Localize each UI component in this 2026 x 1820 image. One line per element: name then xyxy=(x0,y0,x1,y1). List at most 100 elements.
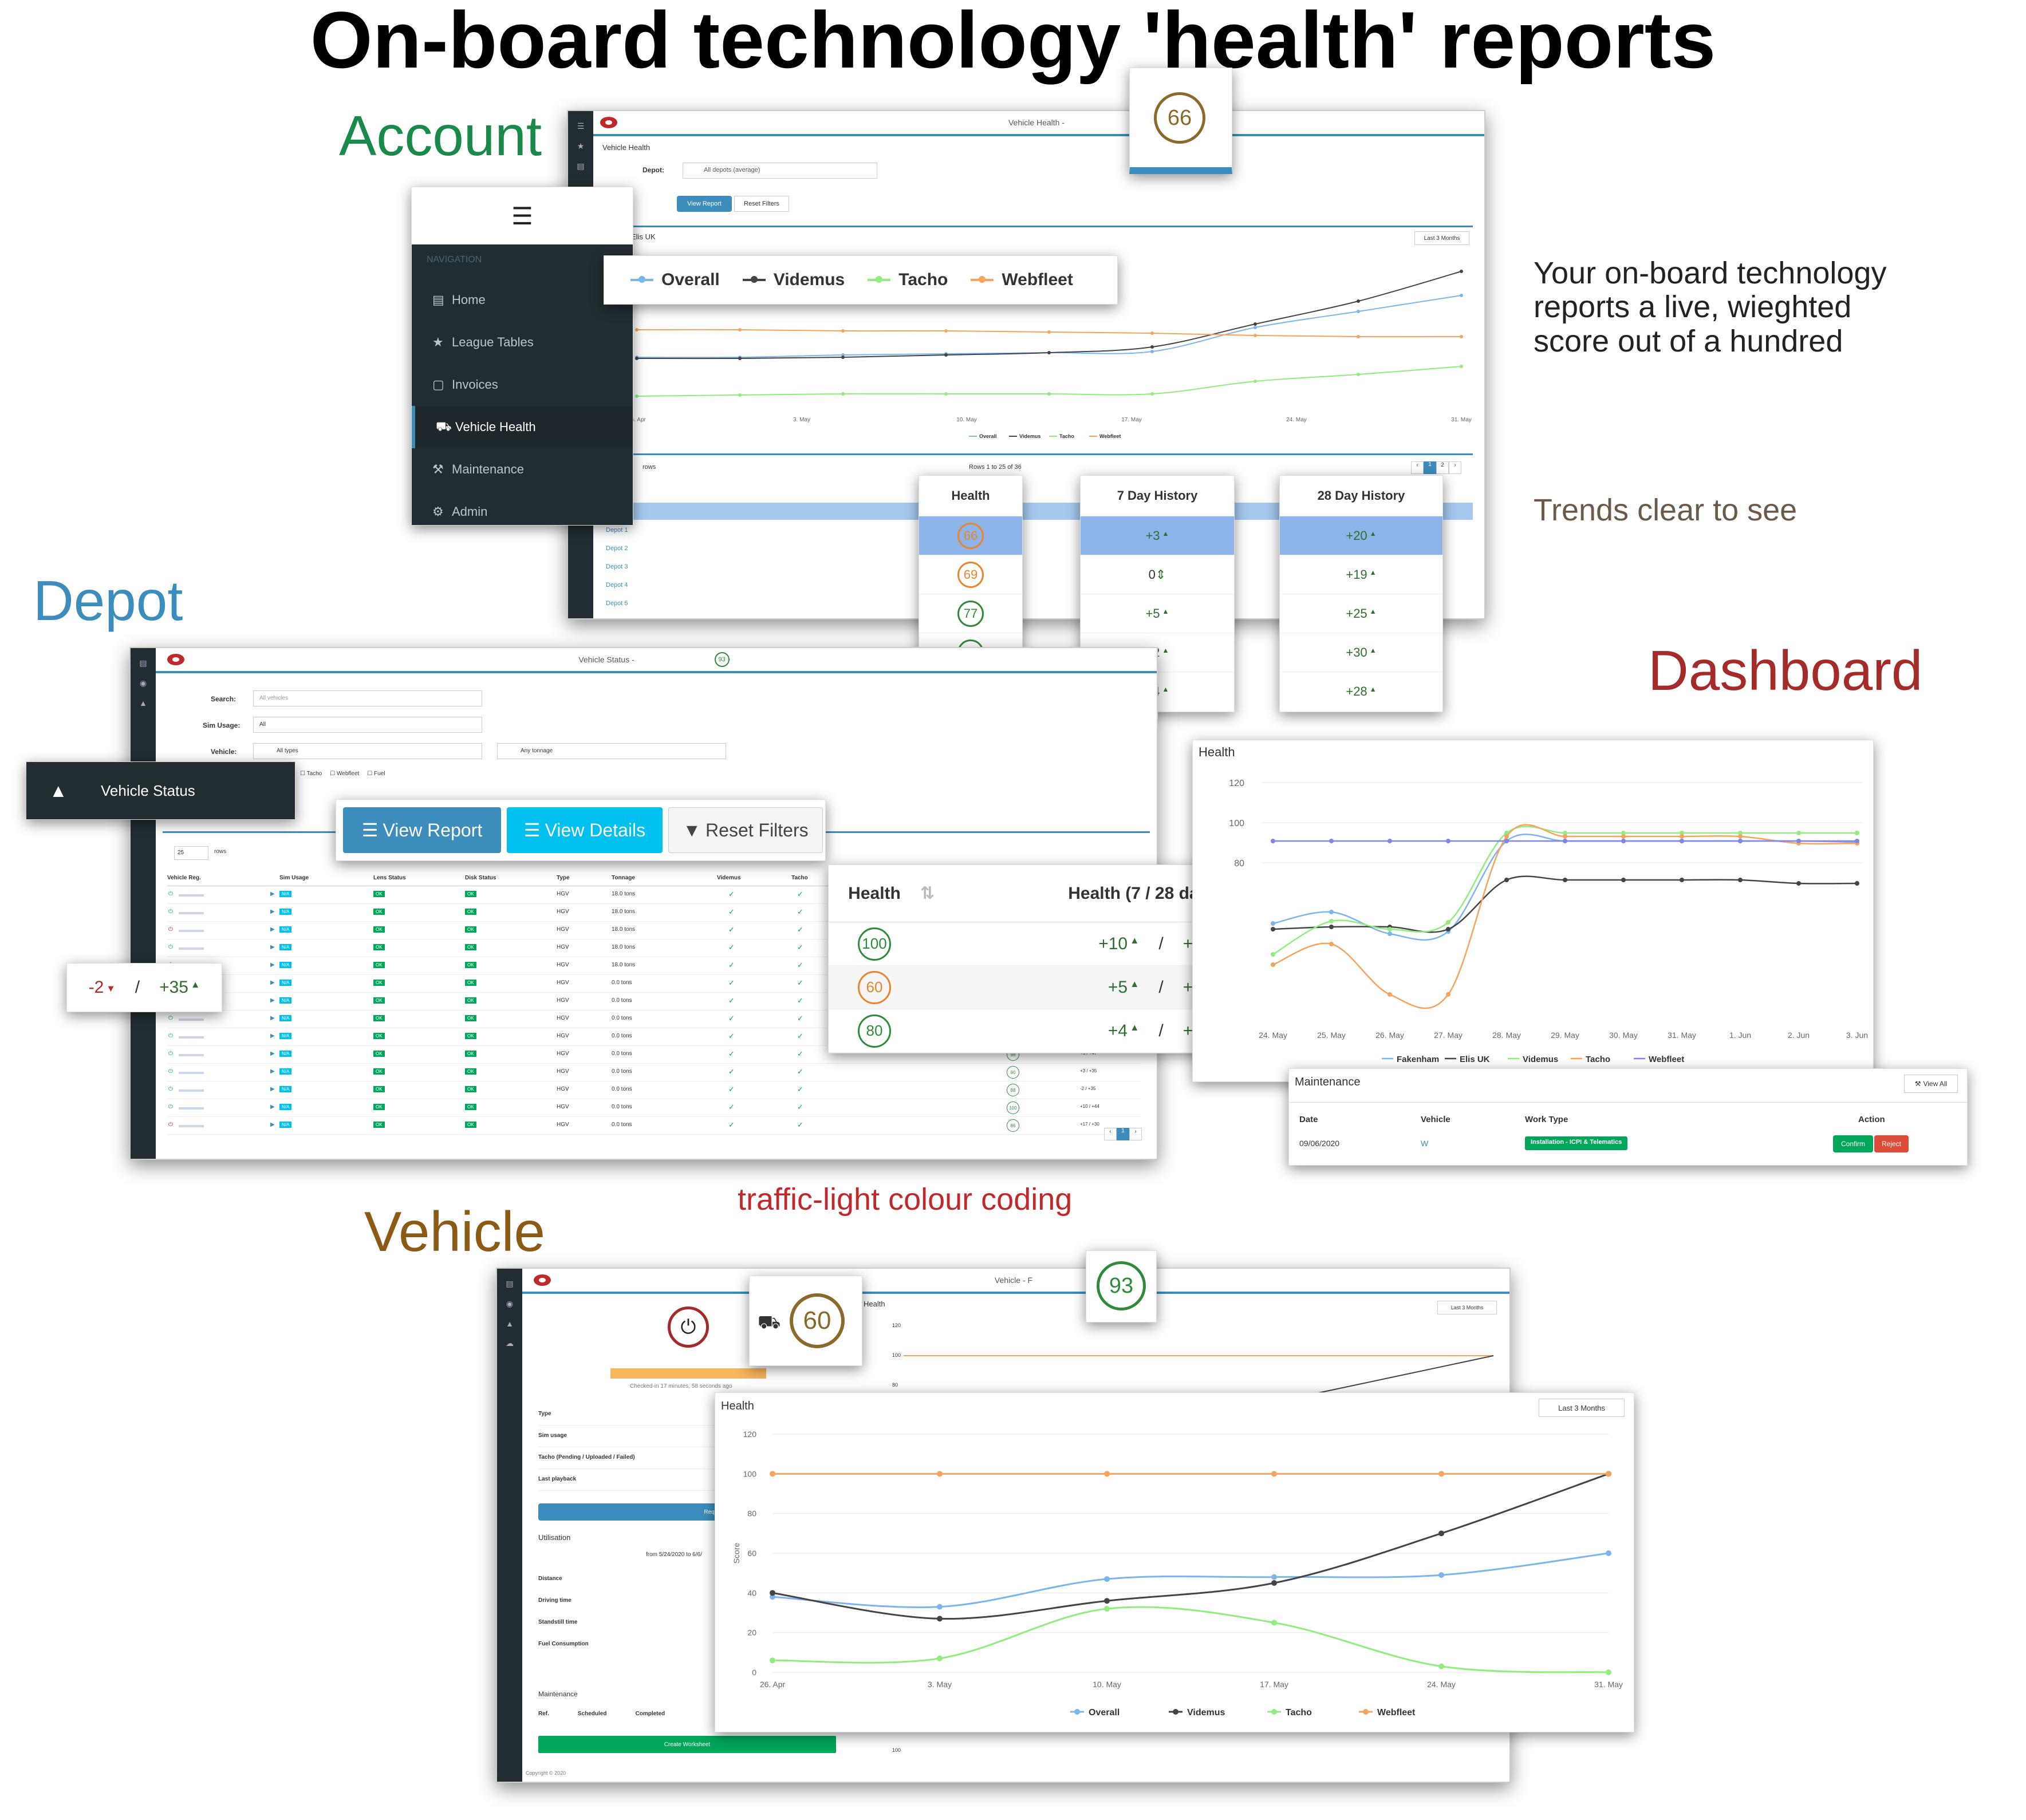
page-prev[interactable]: ‹ xyxy=(1411,461,1424,474)
page-1[interactable]: 1 xyxy=(1424,461,1436,474)
play-icon[interactable]: ▶ xyxy=(270,1015,275,1021)
play-icon[interactable]: ▶ xyxy=(270,1122,275,1128)
play-icon[interactable]: ▶ xyxy=(270,1086,275,1092)
page-next[interactable]: › xyxy=(1129,1128,1142,1140)
vehicle-status-tab[interactable]: ▲ Vehicle Status xyxy=(26,761,295,820)
cloud-icon[interactable]: ☁ xyxy=(506,1339,514,1348)
vehicle-reg-blurred[interactable] xyxy=(179,1125,204,1127)
sim-usage-select[interactable]: All xyxy=(253,717,482,733)
vehicle-reg-blurred[interactable] xyxy=(179,1072,204,1074)
logo-icon[interactable] xyxy=(167,654,184,665)
bar-chart-icon[interactable]: ▤ xyxy=(506,1279,514,1288)
vehicle-type-select[interactable]: All types xyxy=(253,743,482,759)
logo-icon[interactable] xyxy=(600,117,617,128)
document-icon[interactable]: ▤ xyxy=(577,161,585,171)
page-size-select[interactable]: 25 xyxy=(174,846,208,860)
column-header[interactable]: Sim Usage xyxy=(279,875,309,881)
vehicle-reg-blurred[interactable] xyxy=(179,1036,204,1039)
range-button[interactable]: Last 3 Months xyxy=(1539,1399,1625,1417)
vehicle-reg-blurred[interactable] xyxy=(179,1107,204,1110)
bar-chart-icon[interactable]: ▤ xyxy=(139,658,147,668)
depot-link[interactable]: Depot 5 xyxy=(606,600,628,607)
vehicle-reg-blurred[interactable] xyxy=(179,947,204,950)
depot-link[interactable]: Depot 4 xyxy=(606,582,628,589)
nav-item-home[interactable]: ▤Home xyxy=(412,279,633,321)
column-header[interactable]: Tacho xyxy=(791,875,808,881)
maint-vehicle-link[interactable]: W xyxy=(1421,1139,1429,1148)
vehicle-reg-blurred[interactable] xyxy=(179,1054,204,1056)
play-icon[interactable]: ▶ xyxy=(270,944,275,950)
page-next[interactable]: › xyxy=(1449,461,1461,474)
page-prev[interactable]: ‹ xyxy=(1104,1128,1117,1140)
column-header[interactable]: Lens Status xyxy=(373,875,406,881)
confirm-button[interactable]: Confirm xyxy=(1833,1135,1873,1152)
play-icon[interactable]: ▶ xyxy=(270,1051,275,1057)
column-header[interactable]: Vehicle Reg. xyxy=(167,875,201,881)
view-report-button[interactable]: View Report xyxy=(677,196,732,212)
nav-item-admin[interactable]: ⚙Admin xyxy=(412,491,633,533)
nav-item-maintenance[interactable]: ⚒Maintenance xyxy=(412,448,633,491)
play-icon[interactable]: ▶ xyxy=(270,962,275,968)
play-icon[interactable]: ▶ xyxy=(270,980,275,986)
view-all-button[interactable]: ⚒View All xyxy=(1904,1075,1958,1093)
bg-range-button[interactable]: Last 3 Months xyxy=(1437,1301,1497,1314)
depot-link[interactable]: Depot 2 xyxy=(606,545,628,552)
create-worksheet-button[interactable]: Create Worksheet xyxy=(538,1736,836,1753)
depot-link[interactable]: Depot 3 xyxy=(606,563,628,570)
nav-item-league-tables[interactable]: ★League Tables xyxy=(412,321,633,364)
view-details-button[interactable]: ☰View Details xyxy=(507,807,663,853)
play-icon[interactable]: ▶ xyxy=(270,909,275,915)
nav-item-invoices[interactable]: ▢Invoices xyxy=(412,364,633,406)
check-fuel[interactable]: ☐ Fuel xyxy=(367,771,385,777)
dashboard-icon[interactable]: ◉ xyxy=(506,1299,514,1308)
column-header[interactable]: Tonnage xyxy=(612,875,635,881)
tonnage-select[interactable]: Any tonnage xyxy=(497,743,726,759)
check-tacho[interactable]: ☐ Tacho xyxy=(300,771,322,777)
menu-icon[interactable]: ☰ xyxy=(577,121,585,131)
vehicle-reg-blurred[interactable] xyxy=(179,912,204,914)
depot-link[interactable]: Depot 1 xyxy=(606,527,628,534)
dashboard-icon[interactable]: ◉ xyxy=(139,678,147,688)
trophy-icon[interactable]: ★ xyxy=(577,141,585,151)
page-2[interactable]: 2 xyxy=(1436,461,1449,474)
vehicle-reg-blurred[interactable] xyxy=(179,1018,204,1021)
legend-item[interactable]: Webfleet xyxy=(971,270,1073,290)
legend-item[interactable]: Tacho xyxy=(868,270,948,290)
reset-filters-button[interactable]: Reset Filters xyxy=(734,196,789,212)
vehicle-reg-blurred[interactable] xyxy=(179,930,204,932)
view-report-button[interactable]: ☰View Report xyxy=(343,807,501,853)
hamburger-icon[interactable]: ☰ xyxy=(412,187,633,244)
column-header[interactable]: Videmus xyxy=(717,875,741,881)
car-icon[interactable]: ▲ xyxy=(139,698,147,708)
nav-item-vehicle-health[interactable]: ⛟Vehicle Health xyxy=(412,406,633,448)
vehicle-reg-blurred[interactable] xyxy=(179,894,204,897)
legend-item[interactable]: Overall xyxy=(630,270,720,290)
play-icon[interactable]: ▶ xyxy=(270,997,275,1004)
column-header[interactable]: Disk Status xyxy=(465,875,496,881)
vehicle-reg-blurred[interactable] xyxy=(179,1089,204,1092)
range-button[interactable]: Last 3 Months xyxy=(1414,231,1469,245)
play-icon[interactable]: ▶ xyxy=(270,1068,275,1075)
check-webfleet[interactable]: ☐ Webfleet xyxy=(330,771,360,777)
play-icon[interactable]: ▶ xyxy=(270,926,275,933)
column-header[interactable]: Type xyxy=(557,875,570,881)
search-input[interactable]: All vehicles xyxy=(253,690,482,706)
car-icon[interactable]: ▲ xyxy=(506,1319,514,1328)
reset-filters-button[interactable]: ▼Reset Filters xyxy=(668,807,823,853)
logo-icon[interactable] xyxy=(534,1274,551,1286)
legend-item[interactable]: Videmus xyxy=(742,270,845,290)
page-1[interactable]: 1 xyxy=(1117,1128,1129,1140)
sort-icon[interactable]: ⇅ xyxy=(920,884,935,903)
play-icon[interactable]: ▶ xyxy=(270,1104,275,1110)
reject-button[interactable]: Reject xyxy=(1874,1135,1909,1152)
